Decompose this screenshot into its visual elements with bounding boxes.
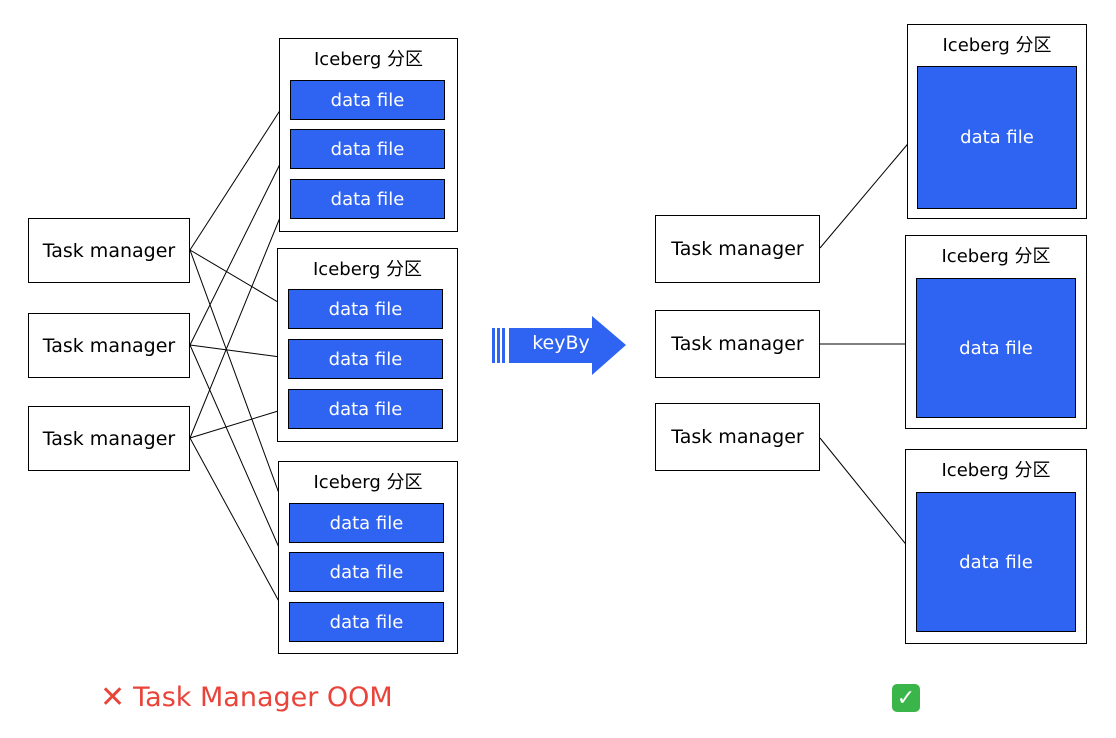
right-task-manager-3: Task manager [655,403,820,471]
partition-title: Iceberg 分区 [942,35,1052,56]
keyby-arrow-shape [492,316,626,375]
keyby-label: keyBy [532,332,590,354]
data-file: data file [290,179,445,219]
partition-title: Iceberg 分区 [941,246,1051,267]
left-task-manager-3: Task manager [28,406,190,471]
left-task-manager-2: Task manager [28,313,190,378]
data-file: data file [916,492,1076,632]
data-file: data file [289,552,444,592]
task-manager-label: Task manager [671,426,804,448]
cross-mark-icon: ✕ [100,680,126,715]
check-mark-icon: ✓ [892,684,920,712]
left-task-manager-1: Task manager [28,218,190,283]
data-file: data file [288,289,443,329]
data-file: data file [288,339,443,379]
partition-title: Iceberg 分区 [313,49,423,70]
task-manager-label: Task manager [671,238,804,260]
task-manager-label: Task manager [42,334,176,357]
partition-title: Iceberg 分区 [941,460,1051,481]
partition-title: Iceberg 分区 [312,259,422,280]
data-file: data file [288,389,443,429]
data-file: data file [290,80,445,120]
right-task-manager-1: Task manager [655,215,820,283]
partition-title: Iceberg 分区 [313,472,423,493]
oom-caption-text: Task Manager OOM [133,682,393,713]
right-partition-3: Iceberg 分区 data file [905,449,1087,644]
left-partition-1: Iceberg 分区 data file data file data file [279,38,458,232]
data-file: data file [916,278,1076,418]
right-partition-1: Iceberg 分区 data file [907,24,1087,219]
data-file: data file [289,503,444,543]
right-partition-2: Iceberg 分区 data file [905,235,1087,429]
right-task-manager-2: Task manager [655,310,820,378]
left-partition-2: Iceberg 分区 data file data file data file [277,248,458,442]
data-file: data file [289,602,444,642]
left-partition-3: Iceberg 分区 data file data file data file [278,461,458,654]
data-file: data file [290,129,445,169]
task-manager-label: Task manager [42,239,176,262]
task-manager-label: Task manager [42,427,176,450]
data-file: data file [917,66,1077,209]
task-manager-label: Task manager [671,333,804,355]
oom-caption: ✕ Task Manager OOM [100,680,393,715]
